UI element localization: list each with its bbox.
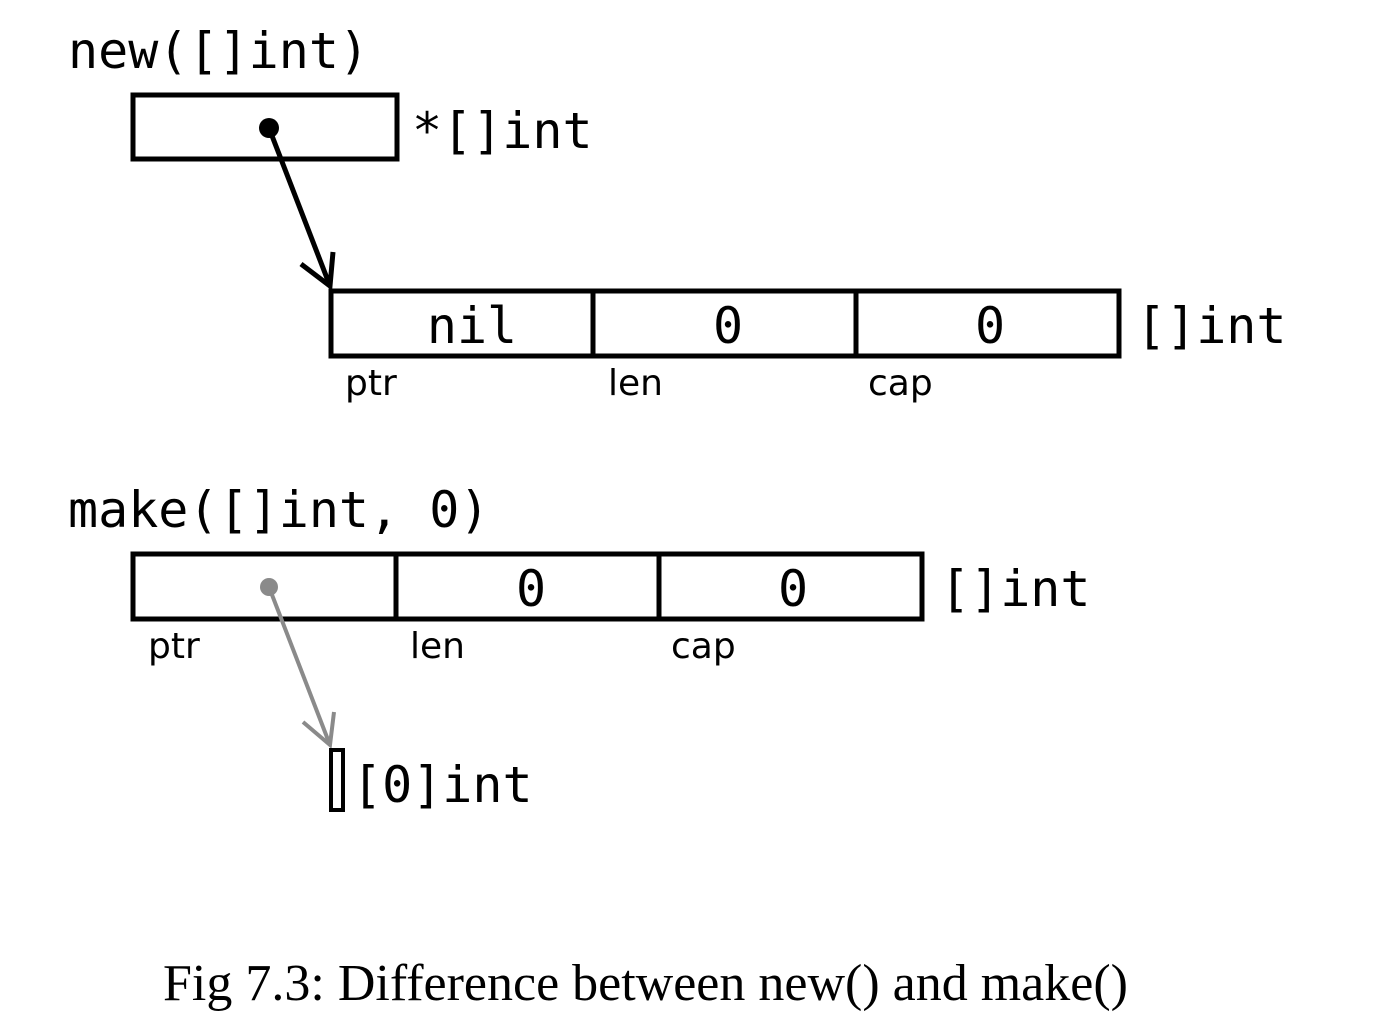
- make-slice-ptr-label: ptr: [148, 626, 200, 667]
- new-slice-cap-value: 0: [975, 297, 1005, 355]
- make-section: make([]int, 0) 0 0 ptr len cap []int [0]…: [68, 481, 1091, 814]
- zero-length-array-box: [329, 748, 345, 812]
- new-pointer-dot: [259, 118, 279, 138]
- make-pointer-arrow-shaft: [267, 586, 332, 746]
- figure-caption: Fig 7.3: Difference between new() and ma…: [163, 955, 1128, 1012]
- zero-length-array: [0]int: [329, 748, 533, 814]
- make-section-title: make([]int, 0): [68, 481, 489, 539]
- new-slice-len-value: 0: [713, 297, 743, 355]
- new-section: new([]int) *[]int nil 0 0 ptr len cap []…: [68, 22, 1287, 404]
- new-slice-ptr-value: nil: [427, 297, 517, 355]
- make-slice-cap-value: 0: [778, 560, 808, 618]
- new-slice-len-label: len: [608, 363, 663, 404]
- new-slice-cell-cap: [853, 288, 1122, 359]
- new-slice-ptr-label: ptr: [345, 363, 397, 404]
- new-slice-header: nil 0 0 ptr len cap: [328, 288, 1122, 404]
- new-pointer-arrow: [259, 118, 336, 291]
- new-slice-type-label: []int: [1136, 297, 1287, 355]
- new-slice-cell-ptr: [328, 288, 596, 359]
- new-pointer-box: [130, 92, 400, 162]
- make-slice-len-label: len: [410, 626, 465, 667]
- new-slice-cell-len: [590, 288, 859, 359]
- make-pointer-arrow-head: [301, 711, 336, 749]
- new-section-title: new([]int): [68, 22, 369, 80]
- make-slice-type-label: []int: [940, 560, 1091, 618]
- new-pointer-arrow-head: [299, 251, 336, 291]
- make-slice-len-value: 0: [516, 560, 546, 618]
- make-slice-header: 0 0 ptr len cap: [130, 551, 925, 667]
- make-slice-cap-label: cap: [671, 626, 736, 667]
- make-slice-cell-cap: [656, 551, 925, 622]
- new-pointer-arrow-shaft: [266, 127, 333, 287]
- zero-length-array-type-label: [0]int: [352, 756, 533, 814]
- make-pointer-arrow: [260, 578, 336, 749]
- new-pointer-type-label: *[]int: [412, 102, 593, 160]
- new-slice-cap-label: cap: [868, 363, 933, 404]
